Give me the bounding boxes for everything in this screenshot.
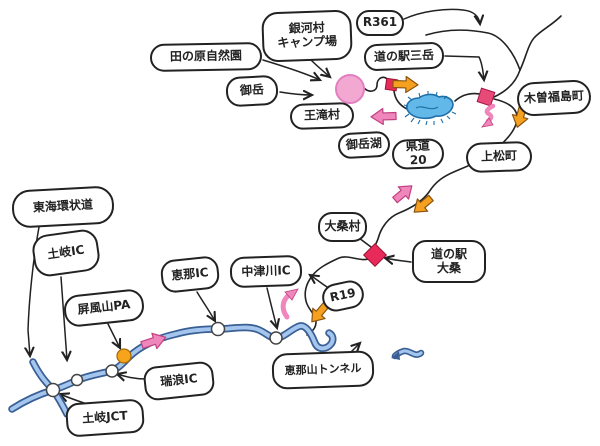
road-south-to-okuwa xyxy=(374,98,518,247)
label-ginga-campground: 銀河村 キャンプ場 xyxy=(261,9,353,63)
expressway-stub-arrowhead-icon xyxy=(391,351,400,360)
byobuyama-pa-dot xyxy=(116,348,132,364)
label-otaki-village: 王滝村 xyxy=(289,101,355,131)
connector-r19 xyxy=(310,275,328,288)
connector-ginga-camp xyxy=(310,59,330,77)
label-michinoeki-okuwa: 道の駅 大桑 xyxy=(412,240,486,283)
pink-swoosh-arrow-icon xyxy=(280,288,299,320)
pink-arrow-kendo20-icon xyxy=(392,185,413,204)
road-north-branch xyxy=(425,29,521,71)
connector-ontake xyxy=(279,92,312,95)
lake-inner-squiggle xyxy=(415,106,439,110)
pink-zigzag-arrow-icon xyxy=(481,103,496,128)
label-nakatsugawa-ic: 中津川IC xyxy=(229,254,303,289)
road-r19-west xyxy=(304,256,372,336)
direction-arrows xyxy=(140,75,529,350)
label-enasan-tunnel: 恵那山トンネル xyxy=(271,350,375,390)
road-to-fukushima-junction xyxy=(493,69,521,98)
connector-byobuyama-pa xyxy=(107,323,120,348)
label-michinoeki-mitake: 道の駅三岳 xyxy=(363,41,445,72)
nakatsugawa-ic-circle xyxy=(269,331,283,345)
label-tokai-kanjo-expressway: 東海環状道 xyxy=(11,185,115,229)
connector-r361 xyxy=(403,8,480,24)
connector-ena-ic xyxy=(196,291,215,321)
pink-arrow-expressway-icon xyxy=(140,332,167,350)
connector-okuwa-station xyxy=(385,258,412,262)
ontake-summit-circle xyxy=(335,74,365,104)
road-squiggle-to-ontake xyxy=(363,76,390,92)
orange-arrow-agematsu-icon xyxy=(413,194,434,213)
label-kendo-20: 県道20 xyxy=(391,138,445,170)
red-diamond-okuwa-marker xyxy=(362,242,388,268)
lake-ontake xyxy=(403,91,457,126)
connector-tanohara xyxy=(262,59,320,80)
label-kiso-fukushima-town: 木曽福島町 xyxy=(516,79,592,117)
label-tanohara-nature-park: 田の原自然園 xyxy=(149,42,263,72)
toki-jct-circle xyxy=(45,382,61,398)
lake-hatching xyxy=(403,91,457,126)
pink-arrow-lake-icon xyxy=(370,107,397,126)
orange-arrow-east-icon xyxy=(392,75,419,94)
orange-arrow-r19-icon xyxy=(311,302,330,323)
ena-ic-circle xyxy=(210,321,226,337)
label-ontake: 御岳 xyxy=(225,74,279,108)
lake-body xyxy=(406,93,454,120)
connector-mizunami-ic xyxy=(117,374,147,379)
label-r361: R361 xyxy=(356,10,404,36)
ic-circle xyxy=(70,373,84,387)
connector-okuwa-village xyxy=(358,237,372,248)
label-lake-ontake: 御岳湖 xyxy=(337,130,391,160)
road-northeast xyxy=(519,15,562,71)
label-connectors xyxy=(28,8,484,404)
mizunami-ic-circle xyxy=(105,364,119,378)
label-agematsu-town: 上松町 xyxy=(465,140,533,174)
connector-mitake-station xyxy=(444,55,484,80)
road-lake-west xyxy=(393,90,408,110)
label-okuwa-village: 大桑村 xyxy=(318,212,367,242)
interchange-circles xyxy=(45,321,283,398)
connector-nakatsugawa-ic xyxy=(266,287,277,328)
red-square-fukushima-marker xyxy=(476,87,496,107)
connector-toki-ic xyxy=(60,276,67,360)
label-toki-jct: 土岐JCT xyxy=(64,398,146,438)
